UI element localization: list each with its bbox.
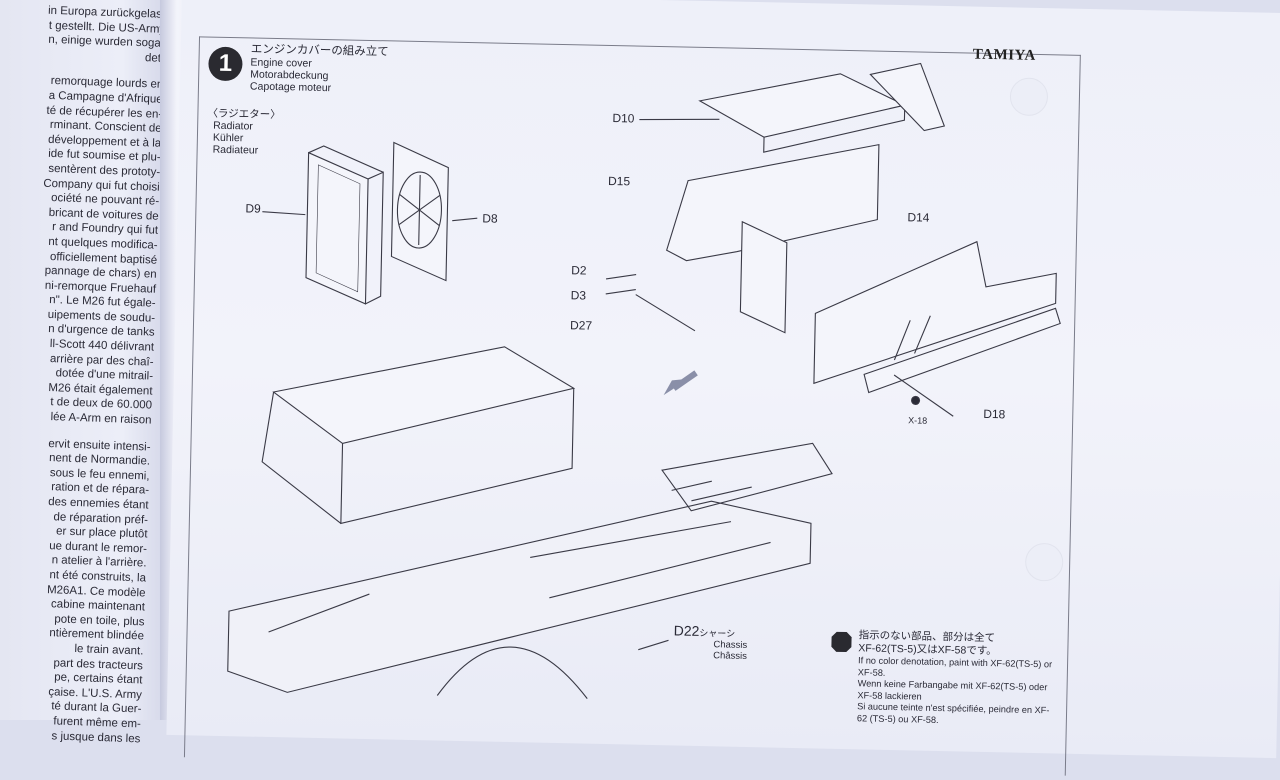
parts-d2-d3-d27 — [605, 274, 696, 332]
left-page: in Europa zurückgelas-t gestellt. Die US… — [0, 0, 175, 745]
paint-label-x18: X-18 — [908, 415, 928, 426]
paint-jar-icon — [831, 631, 852, 653]
radiator-part-d9 — [305, 145, 384, 305]
chassis-part-d22 — [227, 346, 833, 699]
part-label-d2: D2 — [571, 263, 587, 278]
part-label-d3: D3 — [570, 288, 587, 303]
leader-d9 — [262, 211, 306, 216]
support-struts — [893, 315, 931, 361]
leader-d22 — [638, 639, 669, 651]
left-page-text: in Europa zurückgelas-t gestellt. Die US… — [0, 2, 166, 747]
part-label-d18: D18 — [983, 406, 1006, 422]
engine-cover-part-d10 — [698, 62, 946, 153]
assembly-diagram — [227, 62, 1061, 699]
paint-note-fr: Si aucune teinte n'est spécifiée, peindr… — [856, 701, 1050, 725]
d22-jp: シャーシ — [699, 627, 736, 639]
leader-d18 — [893, 374, 954, 417]
part-label-d9: D9 — [245, 201, 261, 216]
leader-d10 — [639, 118, 720, 121]
fan-shroud-part-d8 — [390, 141, 449, 282]
bar-part-d18 — [863, 307, 1061, 394]
d22-fr: Châssis — [713, 650, 748, 662]
d22-code: D22 — [673, 622, 700, 639]
right-page: TAMIYA 1 エンジンカバーの組み立て Engine cover Motor… — [166, 0, 1280, 776]
part-label-d14: D14 — [907, 210, 930, 225]
part-label-d15: D15 — [607, 173, 631, 189]
part-label-d27: D27 — [569, 318, 593, 333]
part-label-d8: D8 — [482, 211, 498, 226]
side-panel — [665, 143, 1057, 385]
part-label-d10: D10 — [612, 111, 635, 126]
part-label-d22: D22シャーシ Chassis Châssis — [673, 622, 748, 662]
leader-d8 — [452, 217, 478, 222]
x18-paint-marker — [911, 395, 921, 406]
paint-note: 指示のない部品、部分は全て XF-62(TS-5)又はXF-58です。 If n… — [831, 629, 1059, 728]
